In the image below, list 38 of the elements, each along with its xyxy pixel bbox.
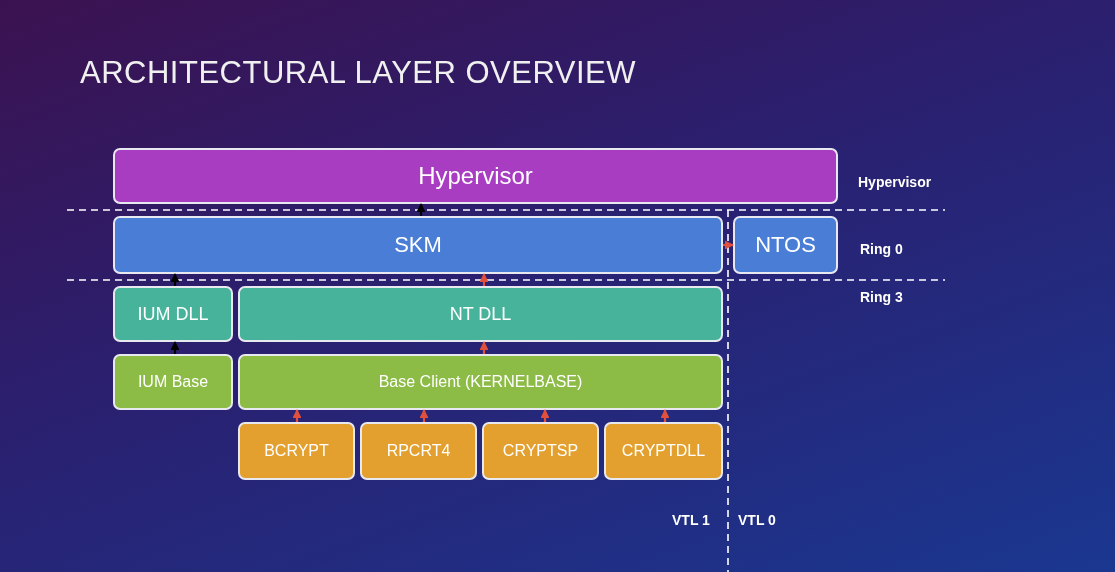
layer-label: Ring 3 — [860, 289, 903, 305]
layer-name: SKM — [394, 232, 442, 258]
arrow — [170, 341, 180, 354]
layer-box — [113, 354, 233, 410]
layer-name: IUM Base — [137, 373, 209, 391]
layer-name: NT DLL — [449, 303, 512, 325]
layer-box — [733, 216, 838, 274]
layer-label: VTL 0 — [738, 512, 776, 528]
arrow — [416, 203, 426, 216]
layer-label: VTL 1 — [672, 512, 710, 528]
layer-name: NTOS — [755, 232, 816, 258]
arrow — [292, 409, 302, 422]
arrow — [419, 409, 429, 422]
arrow — [479, 341, 489, 354]
layer-box — [604, 422, 723, 480]
layer-box — [482, 422, 599, 480]
layer-name: BCRYPT — [264, 442, 329, 460]
layer-label: Ring 0 — [860, 241, 903, 257]
slide-title: ARCHITECTURAL LAYER OVERVIEW — [80, 55, 637, 91]
layer-box — [113, 148, 838, 204]
arrow — [540, 409, 550, 422]
arrow — [170, 273, 180, 286]
layer-name: Hypervisor — [418, 162, 533, 190]
layer-name: RPCRT4 — [386, 442, 451, 460]
arrow — [723, 240, 734, 250]
layer-box — [360, 422, 477, 480]
arrow — [660, 409, 670, 422]
layer-name: Base Client (KERNELBASE) — [378, 373, 583, 391]
layer-box — [238, 286, 723, 342]
layer-box — [238, 422, 355, 480]
layer-label: Hypervisor — [858, 174, 932, 190]
layer-box — [238, 354, 723, 410]
arrow — [479, 273, 489, 286]
layer-box — [113, 216, 723, 274]
layer-name: IUM DLL — [137, 303, 209, 325]
layer-box — [113, 286, 233, 342]
layer-name: CRYPTSP — [502, 442, 579, 460]
layer-name: CRYPTDLL — [621, 442, 706, 460]
